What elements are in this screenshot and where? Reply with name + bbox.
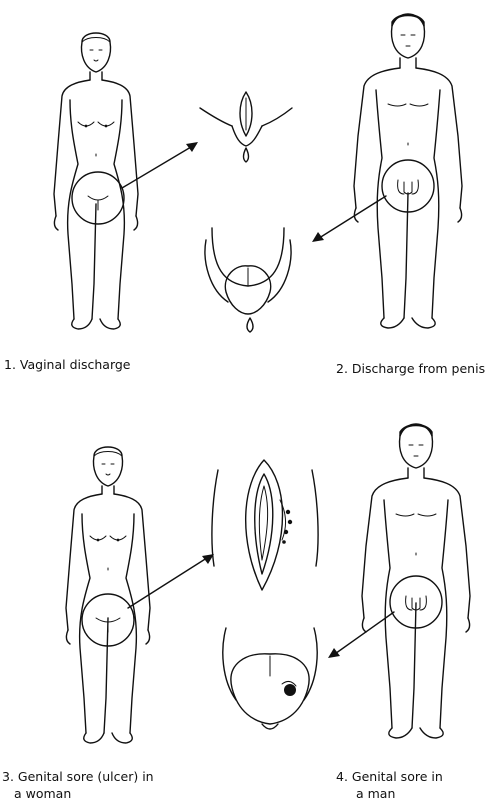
figure-woman-1 <box>53 32 139 330</box>
caption-genital-sore-man-line2: a man <box>356 786 396 801</box>
caption-discharge-from-penis: 2. Discharge from penis <box>336 361 486 376</box>
detail-vaginal-discharge <box>199 91 293 163</box>
arrow-1 <box>121 143 197 189</box>
detail-female-sore <box>211 459 319 591</box>
figure-man-2 <box>353 13 463 329</box>
caption-genital-sore-woman-line2: a woman <box>14 786 72 801</box>
detail-male-sore <box>222 627 318 730</box>
caption-genital-sore-woman-line1: 3. Genital sore (ulcer) in <box>2 769 154 784</box>
caption-vaginal-discharge: 1. Vaginal discharge <box>4 357 131 372</box>
detail-penis-discharge <box>204 227 292 333</box>
caption-genital-sore-man-line1: 4. Genital sore in <box>336 769 443 784</box>
arrow-3 <box>127 555 211 609</box>
arrow-2 <box>315 195 387 241</box>
figure-woman-3 <box>65 446 151 744</box>
figure-man-4 <box>361 423 471 739</box>
highlight-circle <box>381 159 435 213</box>
highlight-circle <box>389 575 443 629</box>
highlight-circle <box>71 171 125 225</box>
highlight-circle <box>81 593 135 647</box>
arrow-4 <box>331 611 395 657</box>
